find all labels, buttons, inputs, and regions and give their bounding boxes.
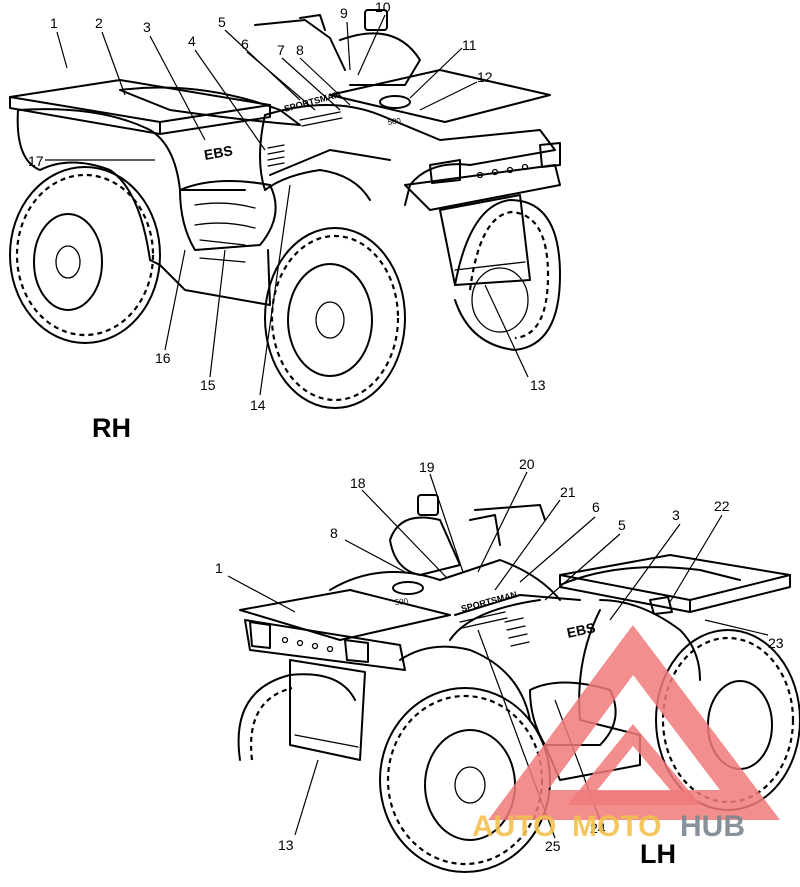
callout-lh-8: 8 <box>330 525 338 541</box>
callout-rh-2: 2 <box>95 15 103 31</box>
callout-lh-22: 22 <box>714 498 730 514</box>
callout-lh-18: 18 <box>350 475 366 491</box>
watermark-moto: MOTO <box>572 810 661 843</box>
callout-lh-24: 24 <box>590 820 606 836</box>
atv-body-rh <box>9 9 561 306</box>
view-label-lh: LH <box>640 839 676 869</box>
callout-rh-14: 14 <box>250 397 266 413</box>
callout-rh-8: 8 <box>296 42 304 58</box>
callout-lh-5: 5 <box>618 517 626 533</box>
atv-right-side-view: EBS SPORTSMAN 500 <box>9 9 561 409</box>
automotohub-watermark: AUTO MOTO HUB <box>472 624 781 843</box>
callout-lh-21: 21 <box>560 484 576 500</box>
callout-rh-4: 4 <box>188 33 196 49</box>
callouts-lh: 1 3 5 6 8 13 18 19 20 21 22 23 24 25 <box>215 456 784 854</box>
engine-badge-rh: 500 <box>387 116 402 127</box>
callout-rh-6: 6 <box>241 36 249 52</box>
callout-rh-5: 5 <box>218 14 226 30</box>
callout-lh-3: 3 <box>672 507 680 523</box>
callout-rh-12: 12 <box>477 69 493 85</box>
callout-lh-6: 6 <box>592 499 600 515</box>
callout-lh-25: 25 <box>545 838 561 854</box>
callout-lh-19: 19 <box>419 459 435 475</box>
ebs-decal-lh: EBS <box>565 619 596 641</box>
callout-lh-23: 23 <box>768 635 784 651</box>
callout-rh-10: 10 <box>375 0 391 15</box>
callout-rh-11: 11 <box>462 37 477 53</box>
callout-rh-1: 1 <box>50 15 58 31</box>
callout-rh-17: 17 <box>28 153 44 169</box>
callout-rh-3: 3 <box>143 19 151 35</box>
callout-rh-13: 13 <box>530 377 546 393</box>
watermark-auto: AUTO <box>472 810 556 843</box>
callout-lh-1: 1 <box>215 560 223 576</box>
view-label-rh: RH <box>92 413 131 443</box>
watermark-triangle-inner-icon <box>567 724 702 805</box>
leader-lines-rh <box>45 14 529 396</box>
engine-badge-lh: 500 <box>394 597 409 607</box>
callout-rh-15: 15 <box>200 377 216 393</box>
front-wheel-lh-left <box>237 673 356 761</box>
rear-wheel-rh <box>9 166 161 344</box>
callout-rh-16: 16 <box>155 350 171 366</box>
ebs-decal-rh: EBS <box>203 142 234 163</box>
front-far-wheel-rh <box>454 199 561 351</box>
stripe-decals-lh <box>459 611 530 647</box>
callout-lh-20: 20 <box>519 456 535 472</box>
model-decal-rh: SPORTSMAN <box>283 89 341 114</box>
front-wheel-rh <box>264 227 406 409</box>
stripe-decals-rh <box>267 111 343 167</box>
watermark-hub: HUB <box>680 810 745 843</box>
callout-rh-9: 9 <box>340 5 348 21</box>
atv-body-lh <box>239 494 791 781</box>
callouts-rh: 1 2 3 4 5 6 7 8 9 10 11 12 13 14 15 16 1… <box>28 0 546 413</box>
model-decal-lh: SPORTSMAN <box>460 589 518 614</box>
callout-rh-7: 7 <box>277 42 285 58</box>
callout-lh-13: 13 <box>278 837 294 853</box>
